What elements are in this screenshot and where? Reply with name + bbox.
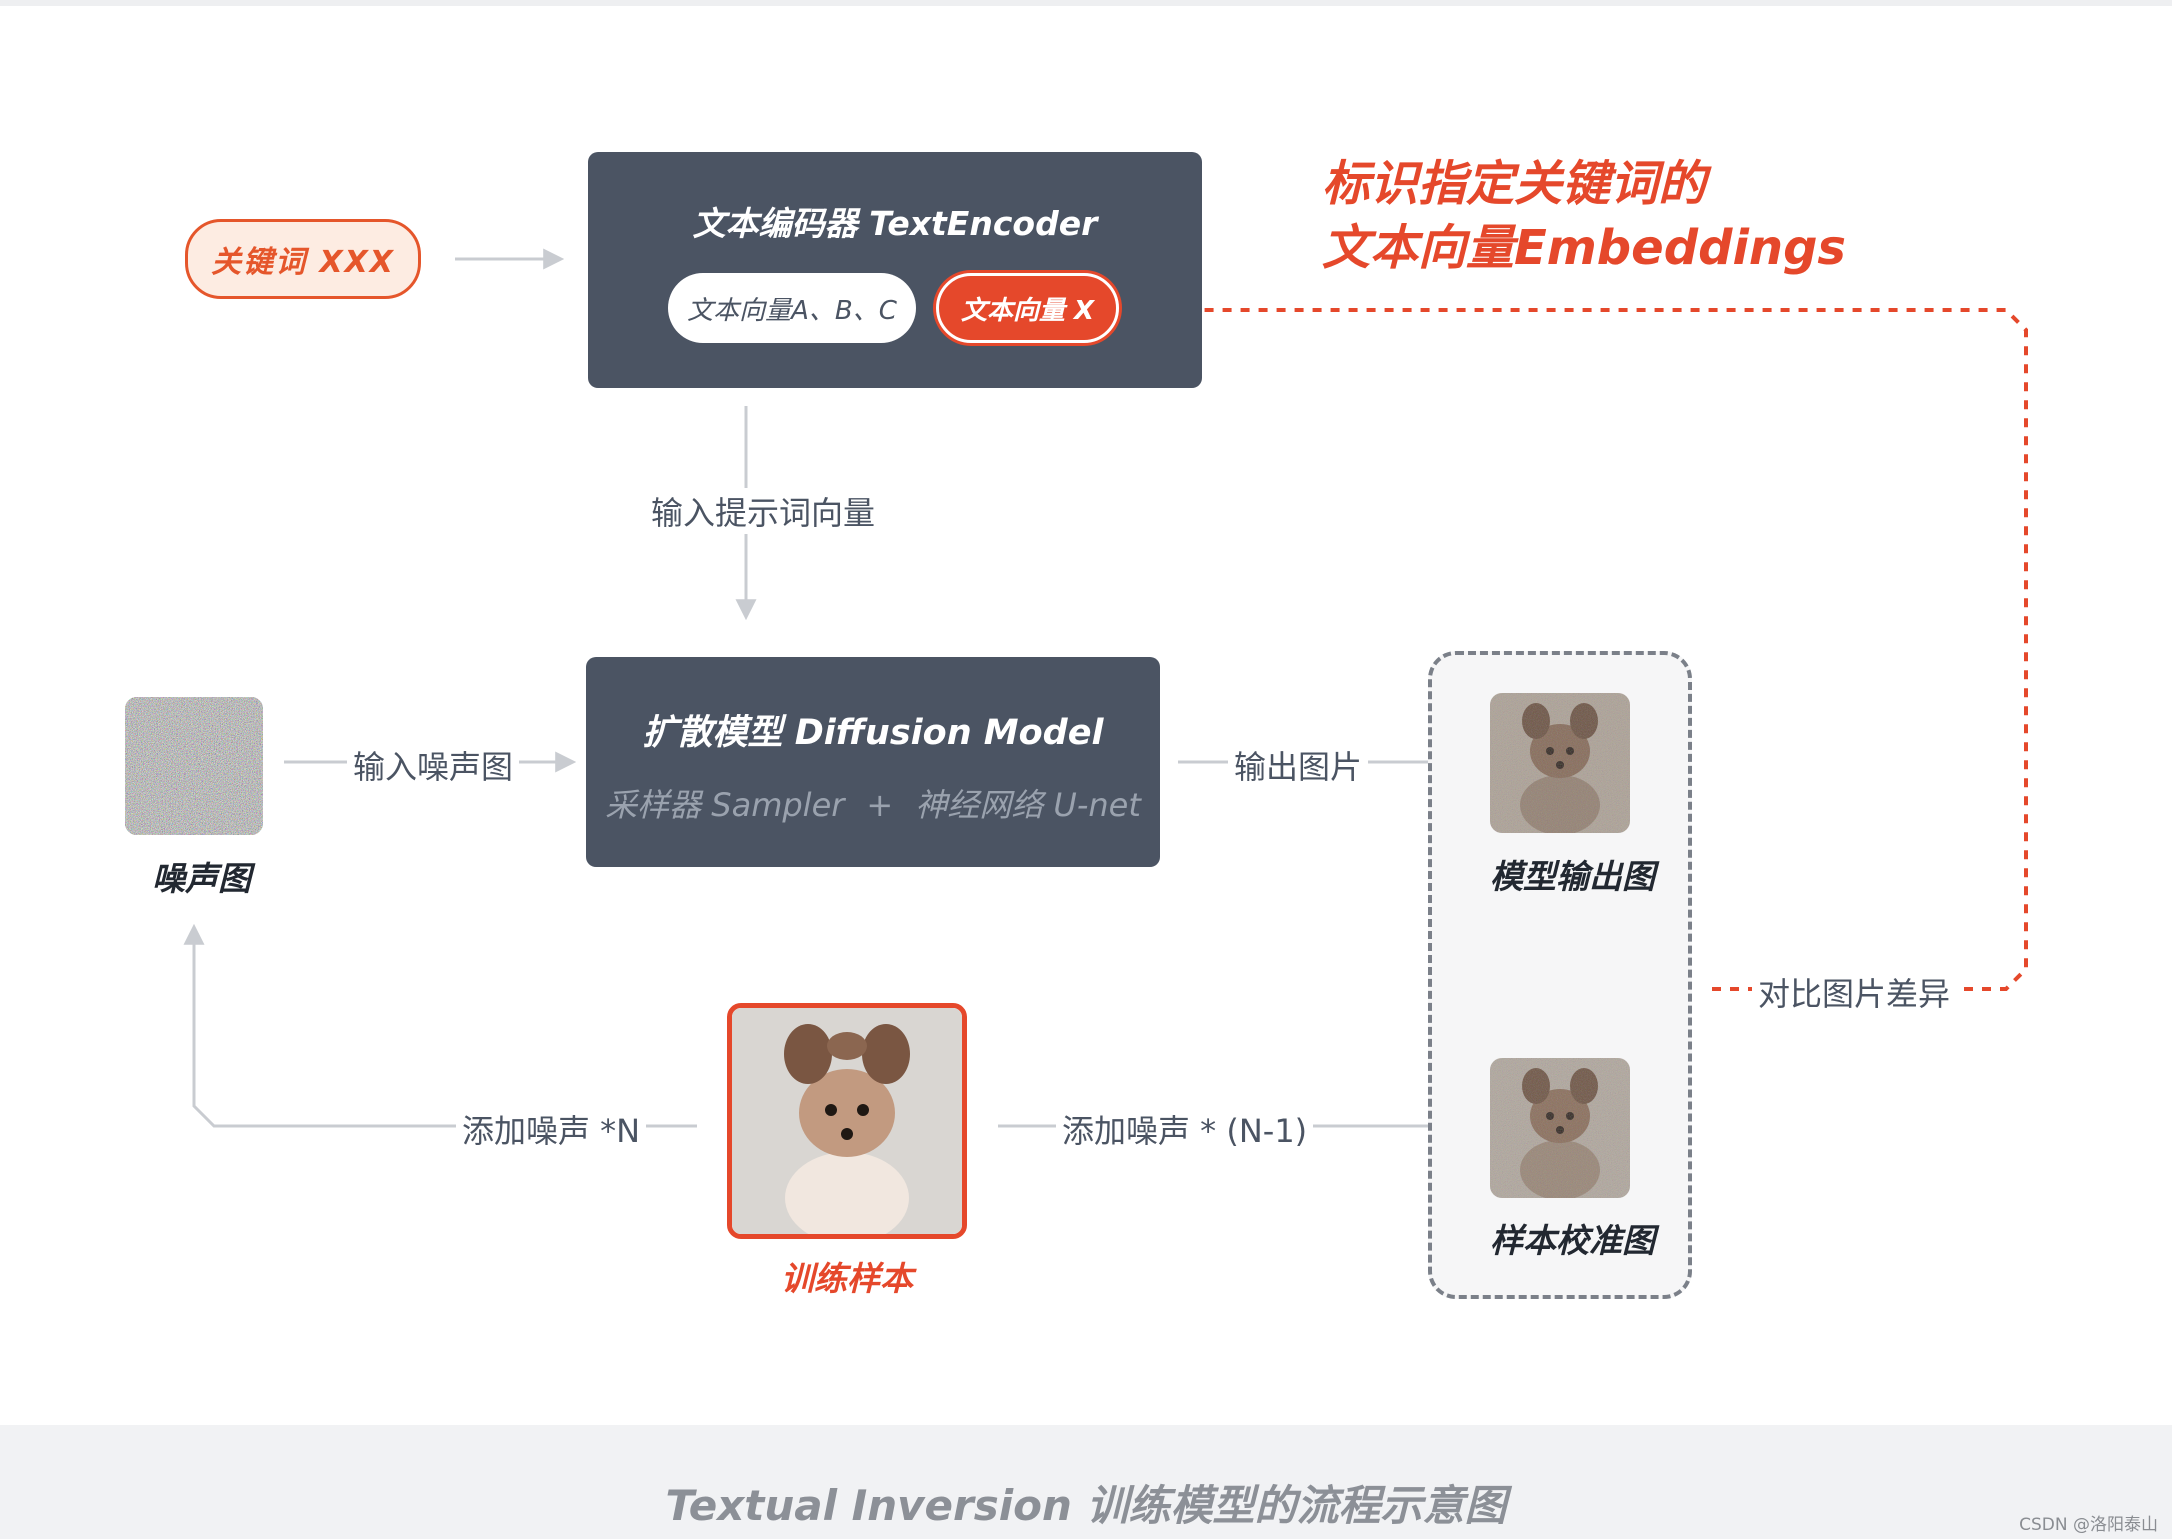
embeddings-note-line1: 标识指定关键词的 bbox=[1322, 156, 1707, 212]
figure-caption: Textual Inversion 训练模型的流程示意图 bbox=[665, 1481, 1507, 1530]
dog-photo bbox=[732, 1008, 962, 1234]
diffusion-model-title: 扩散模型 Diffusion Model bbox=[642, 713, 1104, 753]
text-encoder-box bbox=[588, 152, 1202, 388]
edge-label-input-prompt-vector: 输入提示词向量 bbox=[645, 488, 882, 534]
sampler-label: 采样器 Sampler bbox=[605, 786, 845, 824]
unet-label: 神经网络 U-net bbox=[915, 786, 1141, 824]
arrow-sample-to-noise bbox=[183, 923, 697, 1128]
embeddings-note: 标识指定关键词的 文本向量Embeddings bbox=[1322, 152, 1846, 280]
calibration-thumbnail bbox=[1490, 1058, 1630, 1198]
noise-image-caption: 噪声图 bbox=[152, 859, 251, 898]
watermark: CSDN @洛阳泰山 bbox=[2019, 1515, 2158, 1535]
noise-pattern bbox=[125, 697, 263, 835]
plus-sign: + bbox=[866, 786, 894, 824]
text-encoder-title: 文本编码器 TextEncoder bbox=[692, 204, 1098, 243]
footer-band bbox=[0, 1425, 2172, 1539]
edge-label-output-image: 输出图片 bbox=[1228, 742, 1369, 788]
edge-label-input-noise: 输入噪声图 bbox=[347, 742, 520, 788]
calibration-caption: 样本校准图 bbox=[1490, 1221, 1655, 1260]
dog-noisy-image bbox=[1490, 1058, 1630, 1198]
model-output-caption: 模型输出图 bbox=[1490, 857, 1655, 896]
model-output-thumbnail bbox=[1490, 693, 1630, 833]
edge-label-add-noise-n: 添加噪声 *N bbox=[456, 1106, 647, 1152]
vector-default-pill: 文本向量A、B、C bbox=[668, 273, 916, 343]
vector-target-pill: 文本向量 X bbox=[936, 273, 1119, 343]
embeddings-note-line2: 文本向量Embeddings bbox=[1322, 220, 1846, 276]
training-sample-frame bbox=[727, 1003, 967, 1239]
diffusion-model-box bbox=[586, 657, 1160, 867]
edge-label-compare-diff: 对比图片差异 bbox=[1752, 969, 1957, 1015]
top-band bbox=[0, 0, 2172, 6]
training-sample-caption: 训练样本 bbox=[781, 1259, 913, 1298]
noise-image-thumbnail bbox=[125, 697, 263, 835]
diffusion-model-components: 采样器 Sampler + 神经网络 U-net bbox=[586, 780, 1160, 826]
dog-noisy-image bbox=[1490, 693, 1630, 833]
keyword-pill: 关键词 XXX bbox=[185, 219, 421, 299]
edge-label-add-noise-n-minus-1: 添加噪声 * (N-1) bbox=[1056, 1106, 1314, 1152]
